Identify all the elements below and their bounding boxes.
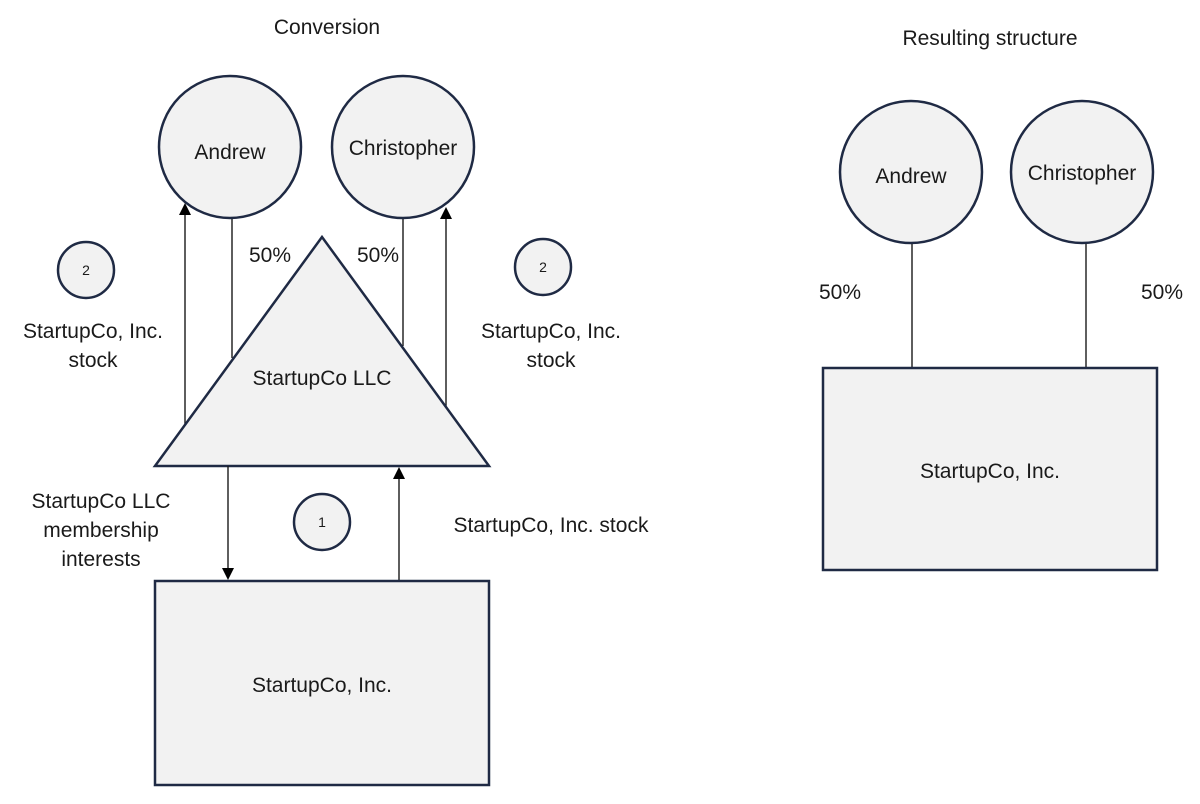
arrowhead-up: [440, 207, 452, 219]
step-badge-1: [292, 492, 352, 552]
step-number-1: 1: [318, 514, 326, 530]
result-percent-andrew: 50%: [819, 281, 861, 304]
owner-name-andrew: Andrew: [194, 141, 266, 164]
ownership-percent-andrew: 50%: [249, 244, 291, 267]
stock-issuance-label: StartupCo, Inc. stock: [454, 514, 649, 537]
llc-triangle: [152, 234, 492, 468]
step-badge-2-right: [513, 237, 573, 297]
distribution-label-right-line1: StartupCo, Inc.: [481, 320, 621, 343]
result-owner-circle-andrew: [838, 99, 984, 245]
owner-name-christopher: Christopher: [349, 137, 458, 160]
ownership-percent-christopher: 50%: [357, 244, 399, 267]
result-owner-name-andrew: Andrew: [875, 165, 947, 188]
result-panel: Resulting structure Andrew Christopher 5…: [819, 27, 1183, 572]
arrowhead-up: [179, 203, 191, 215]
result-owner-circle-christopher: [1009, 99, 1155, 245]
arrowhead-up: [393, 467, 405, 479]
contribution-label-line3: interests: [61, 548, 140, 571]
step-number-2-left: 2: [82, 262, 90, 278]
result-percent-christopher: 50%: [1141, 281, 1183, 304]
result-corporation-name: StartupCo, Inc.: [920, 460, 1060, 483]
owner-circle-andrew: [157, 74, 303, 220]
llc-name: StartupCo LLC: [253, 367, 392, 390]
result-corporation-box: [821, 366, 1159, 572]
contribution-label-line1: StartupCo LLC: [32, 490, 171, 513]
arrowhead-down: [222, 568, 234, 580]
contribution-label-line2: membership: [43, 519, 159, 542]
distribution-label-right-line2: stock: [526, 349, 576, 372]
distribution-label-left-line2: stock: [68, 349, 118, 372]
step-number-2-right: 2: [539, 259, 547, 275]
corporation-name: StartupCo, Inc.: [252, 674, 392, 697]
step-badge-2-left: [56, 240, 116, 300]
result-owner-name-christopher: Christopher: [1028, 162, 1137, 185]
corporation-box: [153, 579, 491, 787]
conversion-title: Conversion: [274, 16, 380, 39]
distribution-label-left-line1: StartupCo, Inc.: [23, 320, 163, 343]
conversion-panel: Conversion Andrew Christopher 50% 50% St…: [23, 16, 649, 787]
result-title: Resulting structure: [902, 27, 1077, 50]
owner-circle-christopher: [330, 74, 476, 220]
